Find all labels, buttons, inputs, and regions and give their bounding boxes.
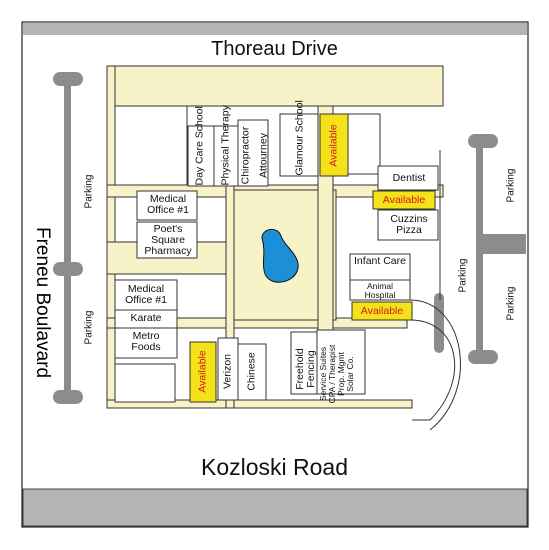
street-south-label: Kozloski Road	[200, 454, 349, 480]
tenant-cuzzins-pizza: Cuzzins Pizza	[390, 213, 428, 236]
tenant-chinese: Chinese	[245, 352, 258, 391]
tenant-verizon: Verizon	[221, 353, 234, 390]
parking-label-west-top: Parking	[83, 174, 95, 209]
tenant-poets-square-pharmacy: Poet's Square Pharmacy	[144, 223, 192, 257]
available-units	[189, 113, 436, 403]
tenant-chiropractor: Chiropractor	[239, 126, 252, 185]
tenant-dentist: Dentist	[392, 172, 426, 184]
tenant-karate: Karate	[130, 312, 162, 324]
tenant-medical-office-bottom: Medical Office #1	[125, 283, 167, 306]
tenant-glamour-school: Glamour School	[293, 100, 306, 176]
tenant-animal-hospital: Animal Hospital	[364, 281, 396, 300]
pond	[261, 229, 299, 283]
tenant-medical-office-top: Medical Office #1	[147, 193, 189, 216]
parking-label-east-top: Parking	[505, 168, 517, 203]
available-unit-south: Available	[196, 350, 209, 393]
buildings	[114, 105, 439, 403]
available-unit-southeast: Available	[360, 305, 404, 317]
tenant-metro-foods: Metro Foods	[131, 330, 161, 353]
tenant-infant-care: Infant Care	[354, 255, 406, 267]
parking-label-west-bottom: Parking	[83, 310, 95, 345]
street-north-label: Thoreau Drive	[211, 38, 338, 60]
parking-label-east-bottom: Parking	[505, 286, 517, 321]
available-unit-north: Available	[327, 124, 340, 167]
street-west-label: Freneu Boulavard	[32, 227, 53, 379]
available-unit-east: Available	[382, 194, 426, 206]
tenant-attourney: Attourney	[257, 133, 270, 178]
north-street-band	[23, 23, 527, 35]
parking-label-east-middle: Parking	[457, 258, 469, 293]
tenant-freehold-fencing: Freehold Fencing	[294, 348, 317, 390]
south-street-band	[22, 488, 528, 527]
west-parking-island	[53, 72, 83, 404]
tenant-physical-therapy: Physical Therapy	[219, 105, 232, 186]
tenant-service-suites: Service Suites CPA / Therapist Prop. Mgm…	[318, 344, 355, 404]
east-drive-curve	[409, 299, 461, 431]
tenant-day-care: Day Care School	[193, 106, 206, 186]
